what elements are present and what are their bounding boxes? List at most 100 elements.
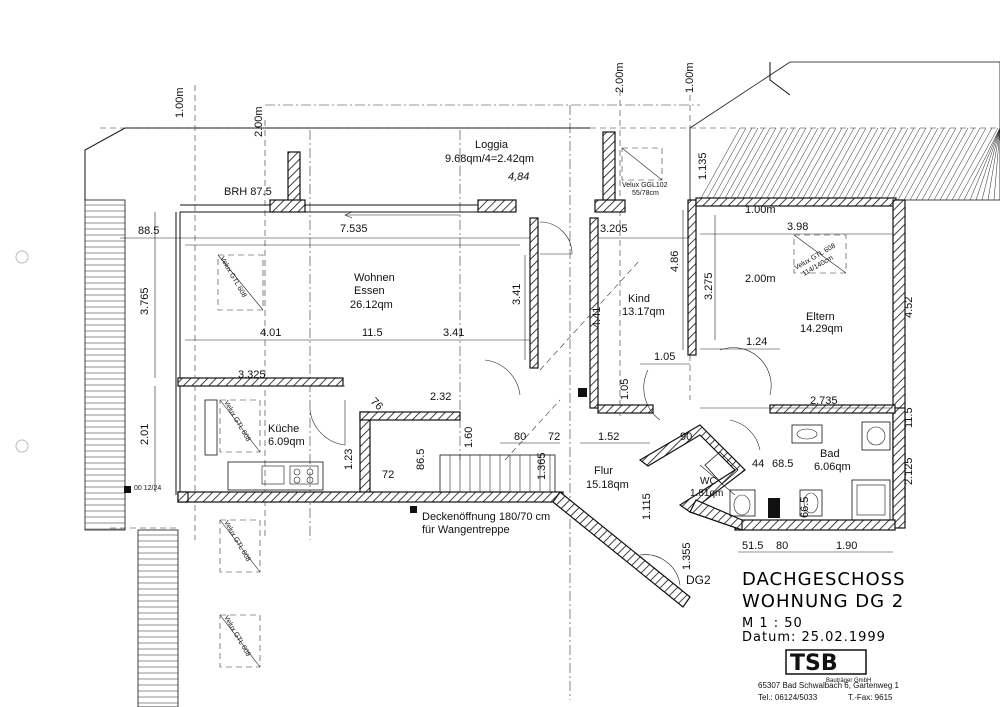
wohnen-area: 26.12qm: [350, 299, 393, 311]
dim-3-325: 3.325: [238, 369, 266, 381]
punch-hole-bottom: [15, 439, 29, 453]
dim-1-365: 1.365: [536, 452, 548, 480]
velux-main-label: Velux GGL102: [622, 182, 668, 189]
dim-11-5: 11.5: [362, 327, 383, 339]
dim-1m-right: 1.00m: [745, 204, 776, 216]
dim-72: 72: [548, 431, 560, 443]
dim-11-5-b: 11.5: [903, 407, 915, 428]
dim-80-b: 80: [776, 540, 788, 552]
company-fax: T.-Fax: 9615: [848, 693, 893, 702]
dim-1-05-vertical: 1.05: [619, 379, 631, 400]
plan-scale: M 1 : 50: [742, 616, 803, 631]
dim-3-765: 3.765: [139, 287, 151, 315]
dim-2-735: 2.735: [810, 395, 838, 407]
brh-note: BRH 87.5: [224, 186, 272, 198]
dim-3-205: 3.205: [600, 223, 628, 235]
level-note: 00 12/24: [134, 485, 161, 492]
company-address: 65307 Bad Schwalbach 6, Gartenweg 1: [758, 681, 900, 690]
guide-lines: [100, 85, 1000, 700]
eltern-label: Eltern: [806, 311, 835, 323]
kueche-area: 6.09qm: [268, 436, 305, 448]
level-mark: [124, 486, 131, 493]
door-swings: [309, 221, 772, 586]
dim-80: 80: [514, 431, 526, 443]
chimney-mark: [578, 388, 587, 397]
velux-gtl-label-3: Velux GTL 608: [222, 520, 251, 563]
velux-gtl-label-2: Velux GTL 608: [222, 400, 251, 443]
logo-sub: Bauträger GmbH: [826, 678, 871, 684]
dim-4-52: 4.52: [903, 297, 915, 318]
bathroom-fixtures: [704, 421, 891, 521]
dim-66-5: 66.5: [799, 497, 811, 518]
dim-88-5: 88.5: [138, 225, 159, 237]
bad-area: 6.06qm: [814, 461, 851, 473]
loggia-area: 9.68qm/4=2.42qm: [445, 153, 534, 165]
dim-1m-left: 1.00m: [174, 87, 186, 118]
dim-2m-left: 2.00m: [253, 106, 265, 137]
stair: [439, 454, 556, 493]
dim-1-24: 1.24: [746, 336, 767, 348]
company-logo: TSB Bauträger GmbH: [785, 649, 871, 684]
dim-1-23: 1.23: [343, 449, 355, 470]
velux-windows: [217, 147, 847, 668]
dim-2m-top-right: 2.00m: [614, 62, 626, 93]
dim-3-41-vertical: 3.41: [511, 284, 523, 305]
velux-main-size: 55/78cm: [632, 190, 659, 197]
kind-label: Kind: [628, 293, 650, 305]
dim-1-90: 1.90: [836, 540, 857, 552]
logo-text: TSB: [790, 651, 838, 676]
dim-1-52: 1.52: [598, 431, 619, 443]
dim-68-5: 68.5: [772, 458, 793, 470]
dim-86-5: 86.5: [415, 449, 427, 470]
essen-label: Essen: [354, 285, 385, 297]
loggia-label: Loggia: [475, 139, 509, 151]
dim-1-135: 1.135: [697, 152, 709, 180]
wc-area: 1.81qm: [690, 488, 723, 499]
plan-subtitle: WOHNUNG DG 2: [742, 591, 904, 612]
deckenoeffnung-line1: Deckenöffnung 180/70 cm: [422, 511, 550, 523]
dim-3-41: 3.41: [443, 327, 464, 339]
kind-area: 13.17qm: [622, 306, 665, 318]
dim-76: 76: [368, 396, 385, 413]
wc-label: WC: [700, 476, 717, 487]
dim-7-535: 7.535: [340, 223, 368, 235]
plan-date: Datum: 25.02.1999: [742, 630, 886, 645]
loggia-note: 4,84: [508, 171, 529, 183]
dim-1-05: 1.05: [654, 351, 675, 363]
company-phone: Tel.: 06124/5033: [758, 693, 818, 702]
dim-4-01: 4.01: [260, 327, 281, 339]
dim-44: 44: [752, 458, 764, 470]
dim-2-32: 2.32: [430, 391, 451, 403]
dim-4-41: 4.41: [591, 307, 603, 328]
kueche-label: Küche: [268, 423, 299, 435]
dim-2-125: 2.125: [903, 457, 915, 485]
flur-area: 15.18qm: [586, 479, 629, 491]
roof-hatching: [689, 61, 1000, 201]
flur-label: Flur: [594, 465, 613, 477]
dim-2m-right: 2.00m: [745, 273, 776, 285]
dimensions: 1.00m 2.00m 2.00m 1.00m 1.00m 2.00m 88.5…: [120, 62, 915, 570]
bad-label: Bad: [820, 448, 840, 460]
dim-2-01: 2.01: [139, 424, 151, 445]
dim-1-115: 1.115: [641, 493, 653, 520]
deckenoeffnung-line2: für Wangentreppe: [422, 524, 510, 536]
velux-gtl-label-4: Velux GTL 608: [222, 615, 251, 658]
plan-marker: DG2: [686, 573, 711, 587]
dim-51-5: 51.5: [742, 540, 763, 552]
dim-3-98: 3.98: [787, 221, 808, 233]
dim-3-275: 3.275: [703, 272, 715, 300]
dim-90: 90: [680, 431, 692, 443]
eltern-area: 14.29qm: [800, 323, 843, 335]
dim-4-86: 4.86: [669, 251, 681, 272]
velux-gtl-label-1: Velux GTL 608: [218, 256, 247, 299]
plan-title: DACHGESCHOSS: [742, 569, 906, 590]
kitchen-counter: [204, 399, 324, 491]
dim-1-60: 1.60: [463, 427, 475, 448]
left-roof-area: [84, 127, 590, 707]
punch-hole-top: [15, 250, 29, 264]
wohnen-label: Wohnen: [354, 272, 395, 284]
dim-72-b: 72: [382, 469, 394, 481]
walls: [175, 131, 906, 608]
dim-1-355: 1.355: [681, 542, 693, 570]
